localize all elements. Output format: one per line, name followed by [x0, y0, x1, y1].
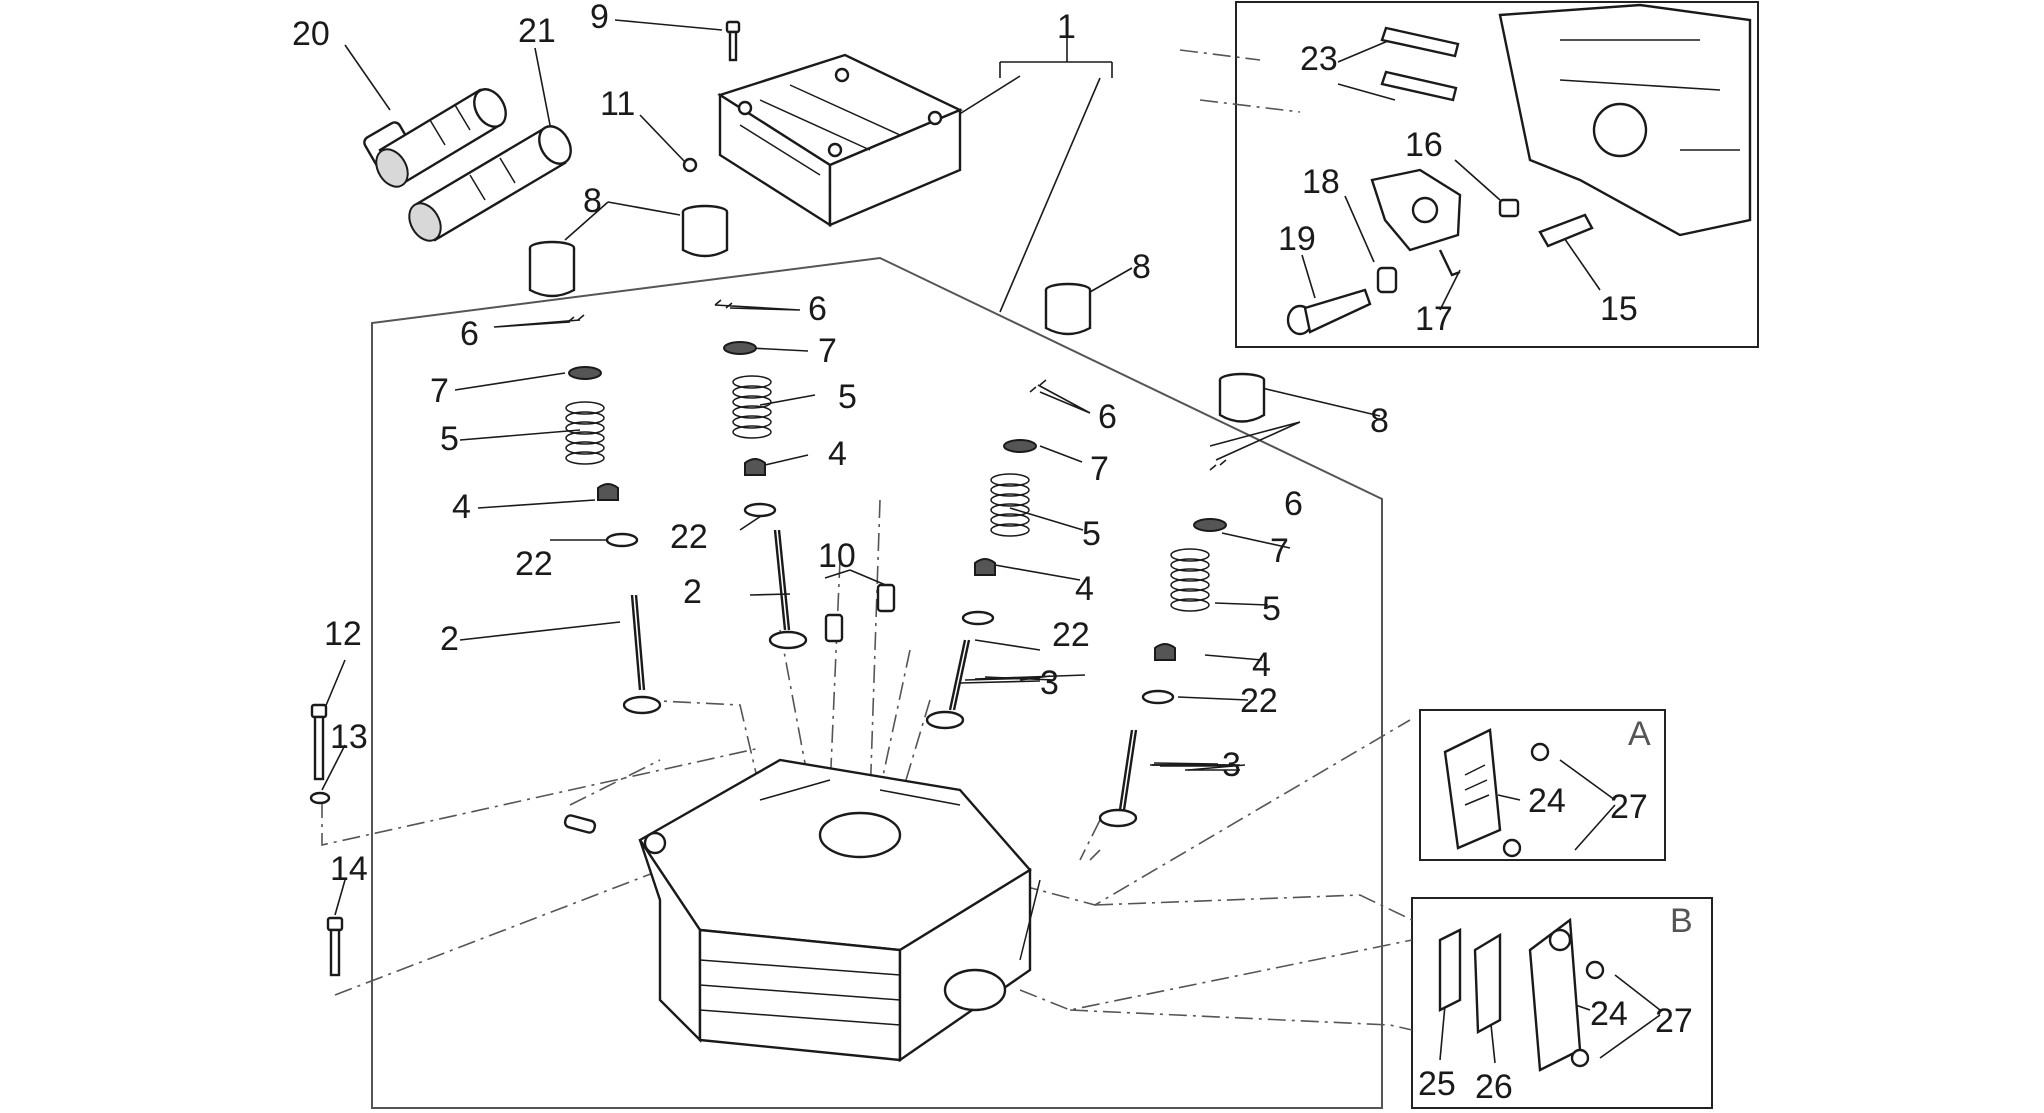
callout-23: 23	[1300, 40, 1338, 78]
callout-27-b: 27	[1655, 1002, 1693, 1040]
callout-13: 13	[330, 718, 368, 756]
callout-7-c: 7	[1090, 450, 1109, 488]
callout-7-a: 7	[430, 372, 449, 410]
callout-5-d: 5	[1262, 590, 1281, 628]
callout-6-b: 6	[808, 290, 827, 328]
inset-label-b: B	[1670, 902, 1693, 940]
camshaft-intake	[363, 88, 507, 188]
plate-25	[1438, 928, 1462, 1012]
callout-3-a: 3	[1040, 664, 1059, 702]
thermostat-housing	[1370, 168, 1462, 277]
tappet-8-b	[681, 204, 729, 258]
callout-4-b: 4	[828, 435, 847, 473]
callout-4-a: 4	[452, 488, 471, 526]
callout-26: 26	[1475, 1068, 1513, 1106]
assembly-lines	[321, 49, 1413, 1031]
callout-22-c: 22	[1052, 616, 1090, 654]
bolt-19	[1286, 288, 1372, 336]
callout-2-a: 2	[440, 620, 459, 658]
camshaft-holder	[717, 53, 963, 228]
callout-4-c: 4	[1075, 570, 1094, 608]
callout-22-d: 22	[1240, 682, 1278, 720]
callout-10: 10	[818, 537, 856, 575]
callout-22-a: 22	[515, 545, 553, 583]
cylinder-head	[638, 758, 1041, 1063]
callout-27-a: 27	[1610, 788, 1648, 826]
callout-6-c: 6	[1098, 398, 1117, 436]
callout-8-b: 8	[1132, 248, 1151, 286]
inset-label-a: A	[1628, 715, 1651, 753]
callout-9: 9	[590, 0, 609, 36]
ball-11	[682, 157, 698, 173]
washer-13	[309, 791, 331, 805]
valve-group-2	[714, 299, 808, 650]
callout-15: 15	[1600, 290, 1638, 328]
bolt-9	[725, 20, 741, 62]
valve-group-3	[925, 379, 1047, 730]
valve-group-1	[565, 314, 662, 715]
callout-5-b: 5	[838, 378, 857, 416]
callout-17: 17	[1415, 300, 1453, 338]
callout-24-b: 24	[1590, 995, 1628, 1033]
callout-5-c: 5	[1082, 515, 1101, 553]
callout-18: 18	[1302, 163, 1340, 201]
screw-27-b	[1570, 960, 1605, 1068]
callout-6-d: 6	[1284, 485, 1303, 523]
stud-23	[1380, 26, 1460, 102]
callout-21: 21	[518, 12, 556, 50]
cover-24-b	[1528, 917, 1582, 1072]
callout-16: 16	[1405, 126, 1443, 164]
callout-6-a: 6	[460, 315, 479, 353]
inset-box-top-right	[1235, 1, 1759, 348]
valve-group-4	[1098, 459, 1227, 828]
bushing-18	[1376, 266, 1398, 294]
inset-box-a	[1419, 709, 1666, 861]
callout-2-b: 2	[683, 573, 702, 611]
plug-16	[1498, 198, 1520, 218]
gasket-26	[1473, 932, 1502, 1034]
dowel-10	[824, 583, 896, 643]
callout-3-b: 3	[1222, 746, 1241, 784]
cover-24-a	[1443, 728, 1502, 850]
callout-labels: 1 2 2 3 3 4 4 4 4 5 5 5 5 6 6 6 6 7 7 7 …	[292, 0, 1693, 1106]
callout-12: 12	[324, 615, 362, 653]
sensor-15	[1538, 213, 1594, 248]
callout-20: 20	[292, 15, 330, 53]
inset-box-b	[1411, 897, 1713, 1109]
crankcase-section	[1498, 3, 1752, 237]
assembly-frame	[371, 256, 1383, 1109]
callout-1: 1	[1057, 8, 1076, 46]
callout-19: 19	[1278, 220, 1316, 258]
callout-7-b: 7	[818, 332, 837, 370]
tappet-8-c	[1044, 282, 1092, 336]
tappet-8-d	[1218, 372, 1266, 423]
leader-lines	[321, 19, 1661, 1064]
callout-5-a: 5	[440, 420, 459, 458]
callout-22-b: 22	[670, 518, 708, 556]
dowel-pin	[563, 814, 597, 834]
callout-7-d: 7	[1270, 532, 1289, 570]
bolt-14	[326, 916, 344, 977]
screw-27-a	[1502, 742, 1550, 858]
callout-11: 11	[600, 85, 635, 123]
tappet-8-a	[528, 240, 576, 298]
camshaft-exhaust	[408, 125, 572, 242]
callout-8-c: 8	[1370, 402, 1389, 440]
callout-25: 25	[1418, 1065, 1456, 1103]
callout-4-d: 4	[1252, 646, 1271, 684]
callout-24-a: 24	[1528, 782, 1566, 820]
bolt-12	[310, 703, 328, 781]
callout-14: 14	[330, 850, 368, 888]
callout-8-a: 8	[583, 182, 602, 220]
